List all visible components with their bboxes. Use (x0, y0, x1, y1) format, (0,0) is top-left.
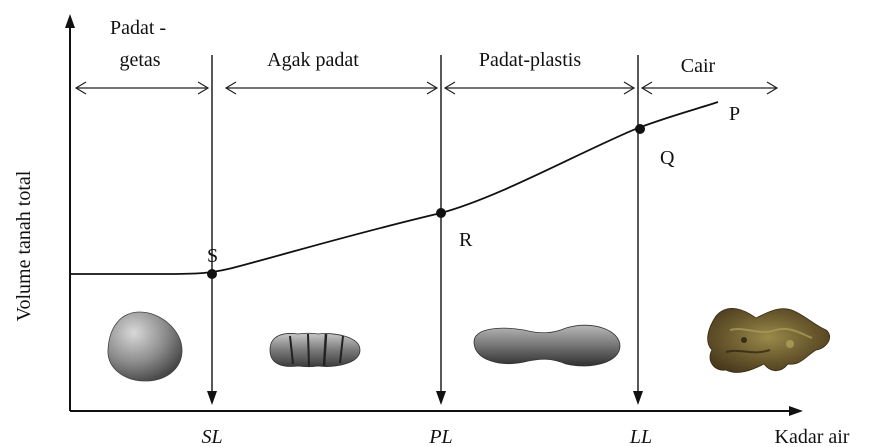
limit-line-sl (207, 55, 217, 405)
y-axis-arrowhead (65, 14, 75, 28)
state-label-semi-solid: Agak padat (267, 49, 359, 71)
state-label-liquid: Cair (681, 55, 716, 77)
limit-line-ll (633, 55, 643, 405)
limit-label-ll: LL (629, 426, 652, 447)
point-p-label: P (729, 103, 740, 125)
limit-line-pl (436, 55, 446, 405)
point-s-label: S (207, 245, 218, 267)
point-q-label: Q (660, 147, 675, 169)
soil-specimen-plastic-icon (473, 324, 621, 367)
y-axis (65, 14, 75, 411)
state-label-solid-brittle-line2: getas (119, 49, 160, 71)
point-r-label: R (459, 229, 473, 251)
point-q-marker (635, 124, 645, 134)
point-r-marker (436, 208, 446, 218)
y-axis-label: Volume tanah total (13, 170, 35, 321)
volume-curve (70, 101, 719, 275)
soil-specimen-liquid-icon (707, 307, 830, 373)
state-label-solid-brittle-line1: Padat - (110, 17, 166, 39)
state-label-plastic: Padat-plastis (479, 49, 581, 71)
limit-label-sl: SL (201, 426, 222, 447)
x-axis-arrowhead (789, 406, 803, 416)
soil-specimen-solid-icon (107, 311, 183, 382)
x-axis-label: Kadar air (775, 426, 850, 447)
soil-specimen-semi-solid-icon (269, 332, 361, 368)
limit-label-pl: PL (428, 426, 452, 447)
state-range-arrows (74, 81, 779, 95)
point-s-marker (207, 269, 217, 279)
x-axis (70, 406, 803, 416)
